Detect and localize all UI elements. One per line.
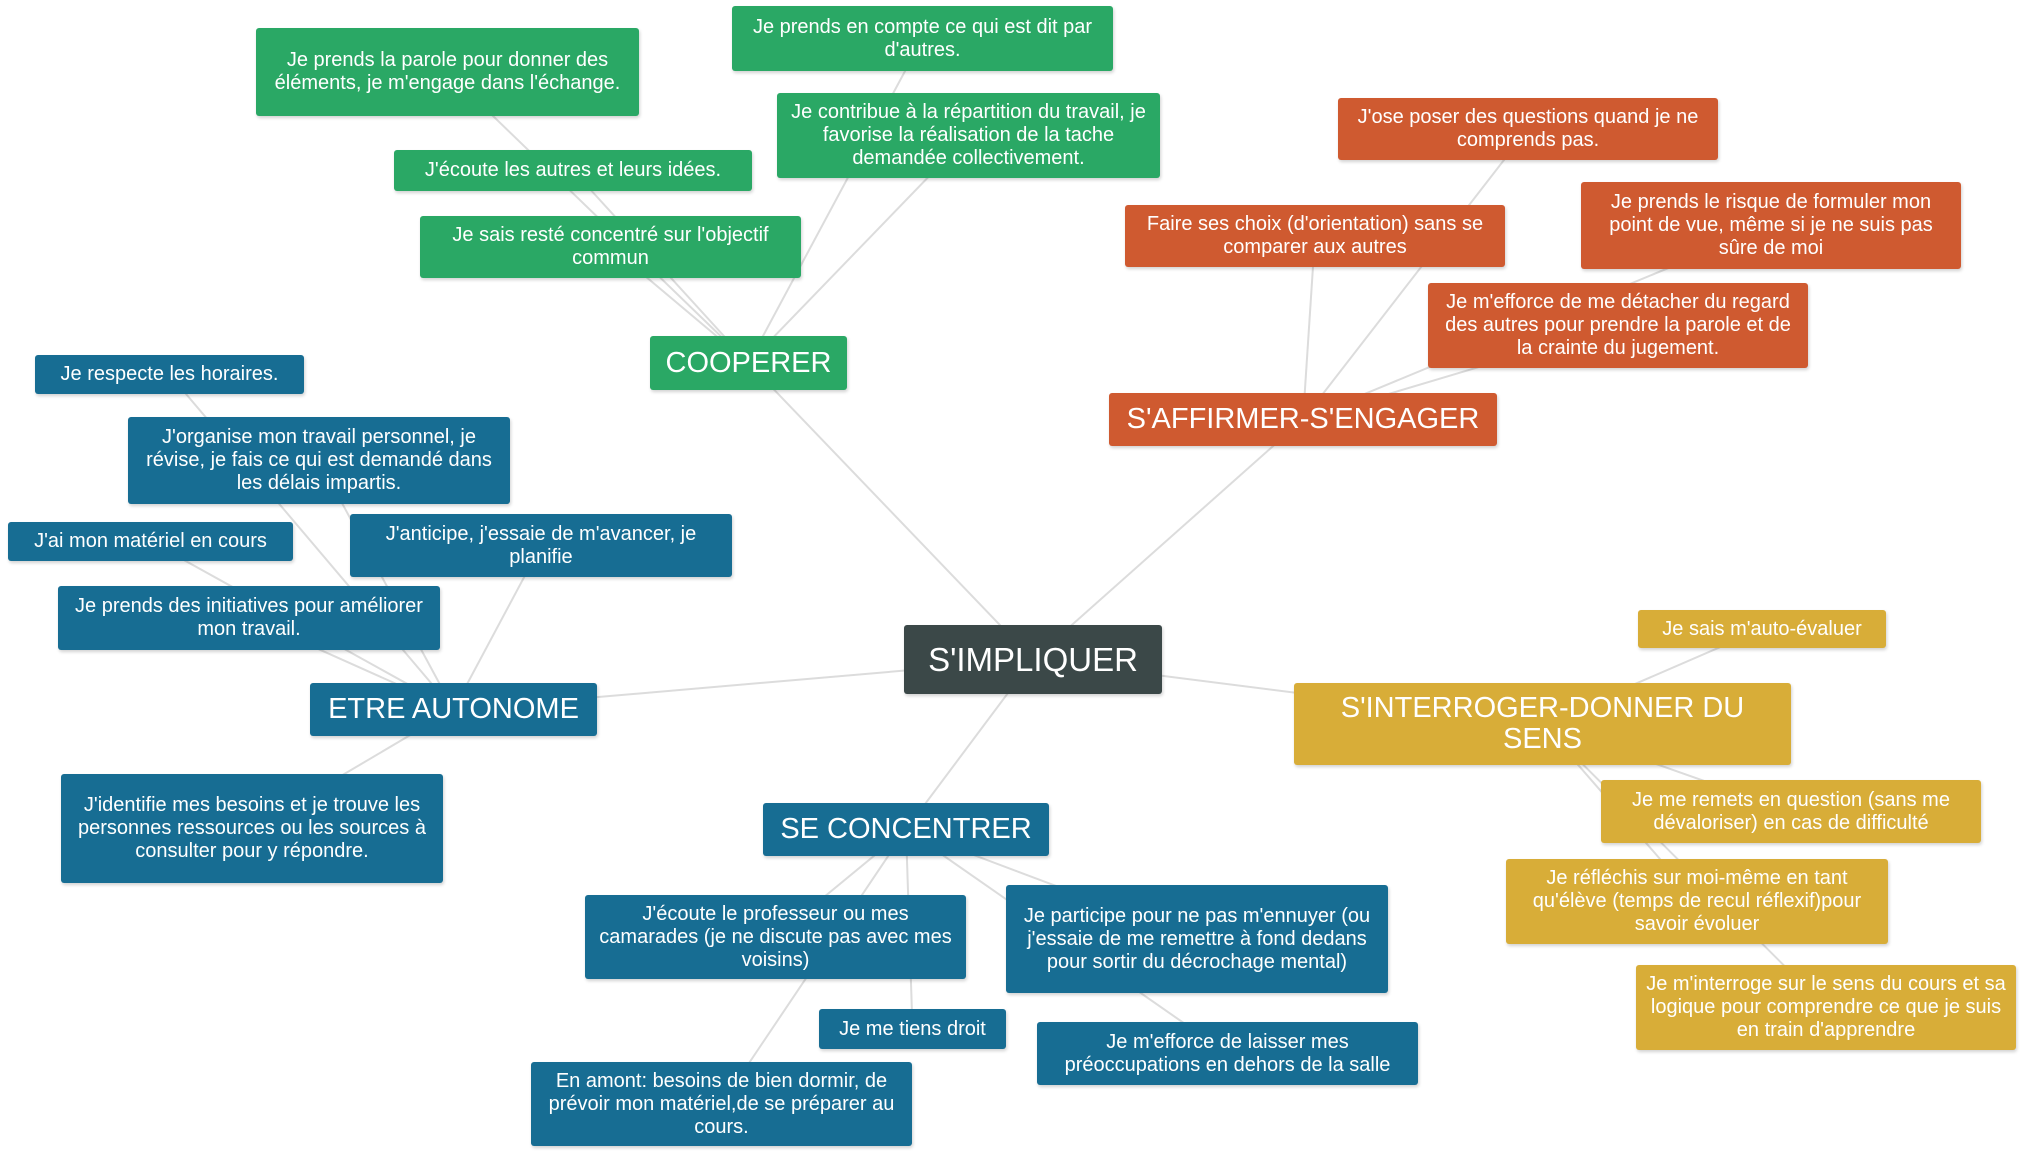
autonome-item[interactable]: Je prends des initiatives pour améliorer… bbox=[58, 586, 440, 650]
concentrer-item[interactable]: En amont: besoins de bien dormir, de pré… bbox=[531, 1062, 912, 1146]
concentrer-item[interactable]: J'écoute le professeur ou mes camarades … bbox=[585, 895, 966, 979]
interroger-item[interactable]: Je réfléchis sur moi-même en tant qu'élè… bbox=[1506, 859, 1888, 944]
cooperer-item[interactable]: Je contribue à la répartition du travail… bbox=[777, 93, 1160, 178]
concentrer-item[interactable]: Je me tiens droit bbox=[819, 1009, 1006, 1049]
connector-line bbox=[747, 362, 1034, 661]
concentrer-item[interactable]: Je m'efforce de laisser mes préoccupatio… bbox=[1037, 1022, 1418, 1085]
cooperer-item[interactable]: Je sais resté concentré sur l'objectif c… bbox=[420, 216, 801, 278]
interroger-item[interactable]: Je sais m'auto-évaluer bbox=[1638, 610, 1886, 648]
interroger-item[interactable]: Je me remets en question (sans me dévalo… bbox=[1601, 780, 1981, 843]
cooperer-item[interactable]: J'écoute les autres et leurs idées. bbox=[394, 150, 752, 191]
affirmer-item[interactable]: Je m'efforce de me détacher du regard de… bbox=[1428, 283, 1808, 368]
concentrer-item[interactable]: Je participe pour ne pas m'ennuyer (ou j… bbox=[1006, 885, 1388, 993]
affirmer-item[interactable]: J'ose poser des questions quand je ne co… bbox=[1338, 98, 1718, 160]
connector-line bbox=[1302, 128, 1529, 421]
autonome-item[interactable]: J'identifie mes besoins et je trouve les… bbox=[61, 774, 443, 883]
branch-saffirmer-sengager[interactable]: S'AFFIRMER-S'ENGAGER bbox=[1109, 393, 1497, 446]
cooperer-item[interactable]: Je prends en compte ce qui est dit par d… bbox=[732, 6, 1113, 71]
interroger-item[interactable]: Je m'interroge sur le sens du cours et s… bbox=[1636, 965, 2016, 1050]
central-node[interactable]: S'IMPLIQUER bbox=[904, 625, 1162, 694]
affirmer-item[interactable]: Je prends le risque de formuler mon poin… bbox=[1581, 182, 1961, 269]
branch-sinterroger-donner-du-sens[interactable]: S'INTERROGER-DONNER DU SENS bbox=[1294, 683, 1791, 765]
branch-etre-autonome[interactable]: ETRE AUTONOME bbox=[310, 683, 597, 736]
autonome-item[interactable]: Je respecte les horaires. bbox=[35, 355, 304, 394]
branch-cooperer[interactable]: COOPERER bbox=[650, 336, 847, 390]
affirmer-item[interactable]: Faire ses choix (d'orientation) sans se … bbox=[1125, 205, 1505, 267]
connector-line bbox=[747, 38, 924, 364]
autonome-item[interactable]: J'organise mon travail personnel, je rév… bbox=[128, 417, 510, 504]
autonome-item[interactable]: J'ai mon matériel en cours bbox=[8, 522, 293, 561]
branch-se-concentrer[interactable]: SE CONCENTRER bbox=[763, 803, 1049, 856]
autonome-item[interactable]: J'anticipe, j'essaie de m'avancer, je pl… bbox=[350, 514, 732, 577]
connector-line bbox=[1032, 418, 1304, 661]
cooperer-item[interactable]: Je prends la parole pour donner des élém… bbox=[256, 28, 639, 116]
